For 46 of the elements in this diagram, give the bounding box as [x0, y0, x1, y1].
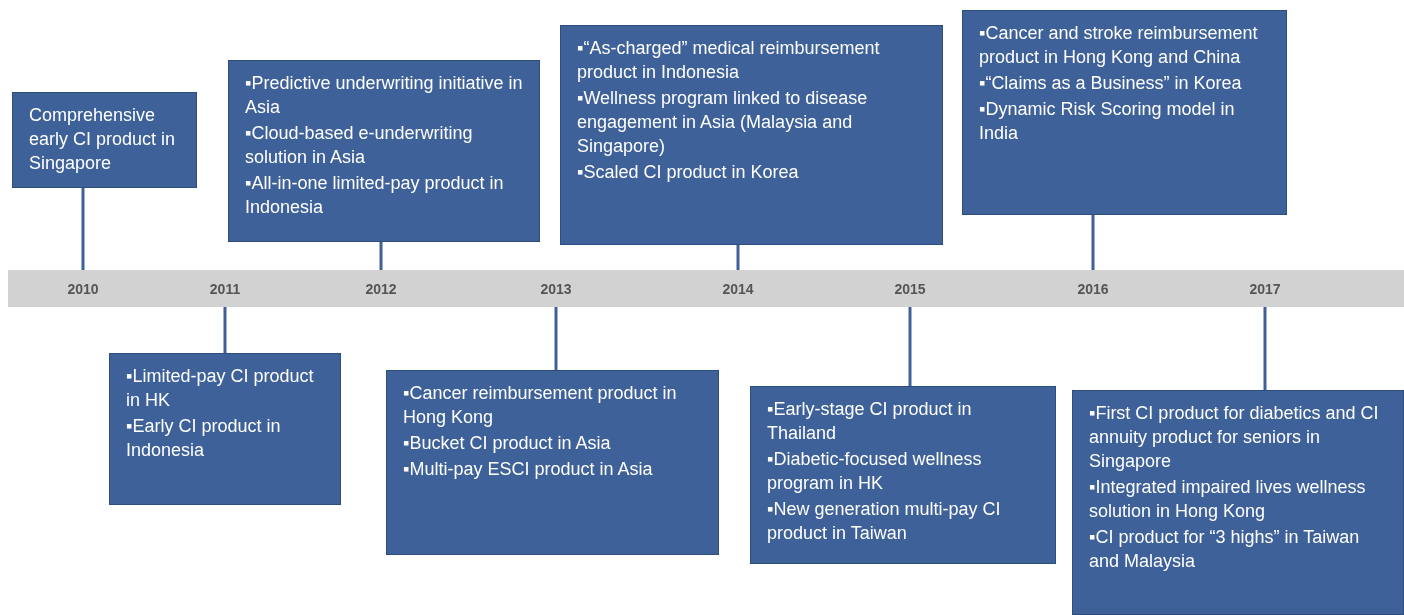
year-label: 2016 — [1068, 270, 1118, 307]
milestone-text: ▪Scaled CI product in Korea — [577, 161, 800, 184]
milestone-box — [228, 60, 540, 242]
milestone-text: ▪All-in-one limited-pay product in Indonesia — [245, 172, 505, 219]
milestone-text: ▪Early-stage CI product in Thailand — [767, 398, 973, 445]
timeline-bar — [8, 270, 1404, 307]
milestone-text: ▪Dynamic Risk Scoring model in India — [979, 98, 1236, 145]
milestone-text: ▪Early CI product in Indonesia — [126, 415, 282, 462]
connector-line — [81, 188, 85, 270]
milestone-box — [109, 353, 341, 505]
milestone-box — [560, 25, 943, 245]
year-label: 2012 — [356, 270, 406, 307]
connector-line — [554, 307, 558, 370]
milestone-text: ▪Integrated impaired lives wellness solution in Hong Kong — [1089, 476, 1367, 523]
year-label: 2015 — [885, 270, 935, 307]
milestone-text: ▪“Claims as a Business” in Korea — [979, 72, 1243, 95]
milestone-text: ▪CI product for “3 highs” in Taiwan and Malaysia — [1089, 526, 1361, 573]
connector-line — [908, 307, 912, 386]
milestone-text: ▪Limited-pay CI product in HK — [126, 365, 315, 412]
milestone-text: ▪“As-charged” medical reimbursement product in Indonesia — [577, 37, 881, 84]
milestone-text: ▪Wellness program linked to disease engagement in Asia (Malaysia and Singapore) — [577, 87, 869, 158]
milestone-text: ▪Diabetic-focused wellness program in HK — [767, 448, 983, 495]
year-label: 2010 — [58, 270, 108, 307]
milestone-text: ▪Cancer and stroke reimbursement product in Hong Kong and China — [979, 22, 1259, 69]
milestone-text: ▪Predictive underwriting initiative in Asia — [245, 72, 524, 119]
milestone-text: ▪New generation multi-pay CI product in Taiwan — [767, 498, 1002, 545]
milestone-box — [12, 92, 197, 188]
milestone-box — [386, 370, 719, 555]
milestone-text: Comprehensive early CI product in Singapore — [29, 104, 177, 175]
year-label: 2013 — [531, 270, 581, 307]
year-label: 2017 — [1240, 270, 1290, 307]
connector-line — [1091, 215, 1095, 270]
milestone-box — [750, 386, 1056, 564]
milestone-text: ▪First CI product for diabetics and CI annuity product for seniors in Singapore — [1089, 402, 1380, 473]
milestone-text: ▪Cancer reimbursement product in Hong Kong — [403, 382, 678, 429]
milestone-box — [962, 10, 1287, 215]
year-label: 2011 — [200, 270, 250, 307]
milestone-text: ▪Bucket CI product in Asia — [403, 432, 612, 455]
connector-line — [379, 242, 383, 270]
milestone-text: ▪Multi-pay ESCI product in Asia — [403, 458, 654, 481]
connector-line — [736, 245, 740, 270]
connector-line — [223, 307, 227, 353]
year-label: 2014 — [713, 270, 763, 307]
milestone-text: ▪Cloud-based e-underwriting solution in Asia — [245, 122, 474, 169]
milestone-box — [1072, 390, 1404, 615]
connector-line — [1263, 307, 1267, 390]
